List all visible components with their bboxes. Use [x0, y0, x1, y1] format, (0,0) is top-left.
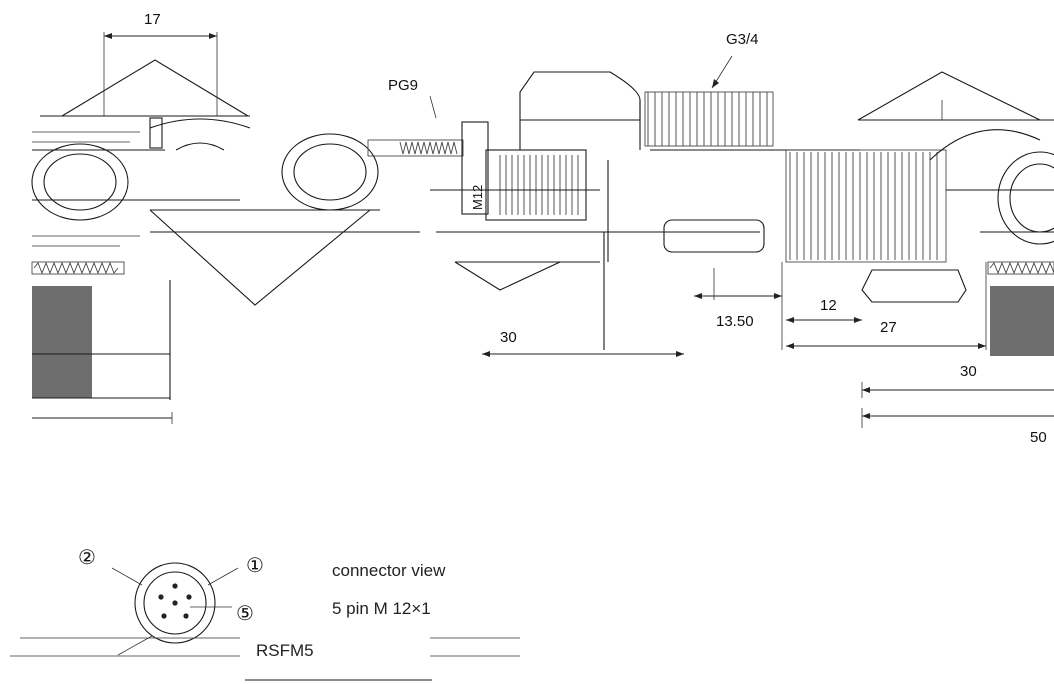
connector-pinout	[10, 562, 520, 682]
model-label: RSFM5	[256, 641, 314, 660]
pin-spec-label: 5 pin M 12×1	[332, 599, 431, 618]
pin-2-label: ②	[78, 545, 96, 569]
left-sensor-body	[31, 32, 420, 424]
dimension-g34: G3/4	[726, 31, 759, 48]
dimension-pg9: PG9	[388, 77, 418, 94]
dimension-m12: M12	[470, 185, 485, 210]
dimension-30-right: 30	[960, 363, 977, 380]
right-sensor-body	[857, 71, 1054, 428]
g34-fitting	[519, 55, 987, 350]
pin-5-label: ⑤	[236, 601, 254, 625]
connector-view-label: connector view	[332, 561, 446, 580]
dimension-30-middle: 30	[500, 329, 517, 346]
dimension-50: 50	[1030, 429, 1047, 446]
dimension-12: 12	[820, 297, 837, 314]
pin-1-label: ①	[246, 553, 264, 577]
dimension-17: 17	[144, 11, 161, 28]
middle-sensor-body	[367, 95, 760, 357]
dimension-13-50: 13.50	[716, 313, 754, 330]
dimension-27: 27	[880, 319, 897, 336]
